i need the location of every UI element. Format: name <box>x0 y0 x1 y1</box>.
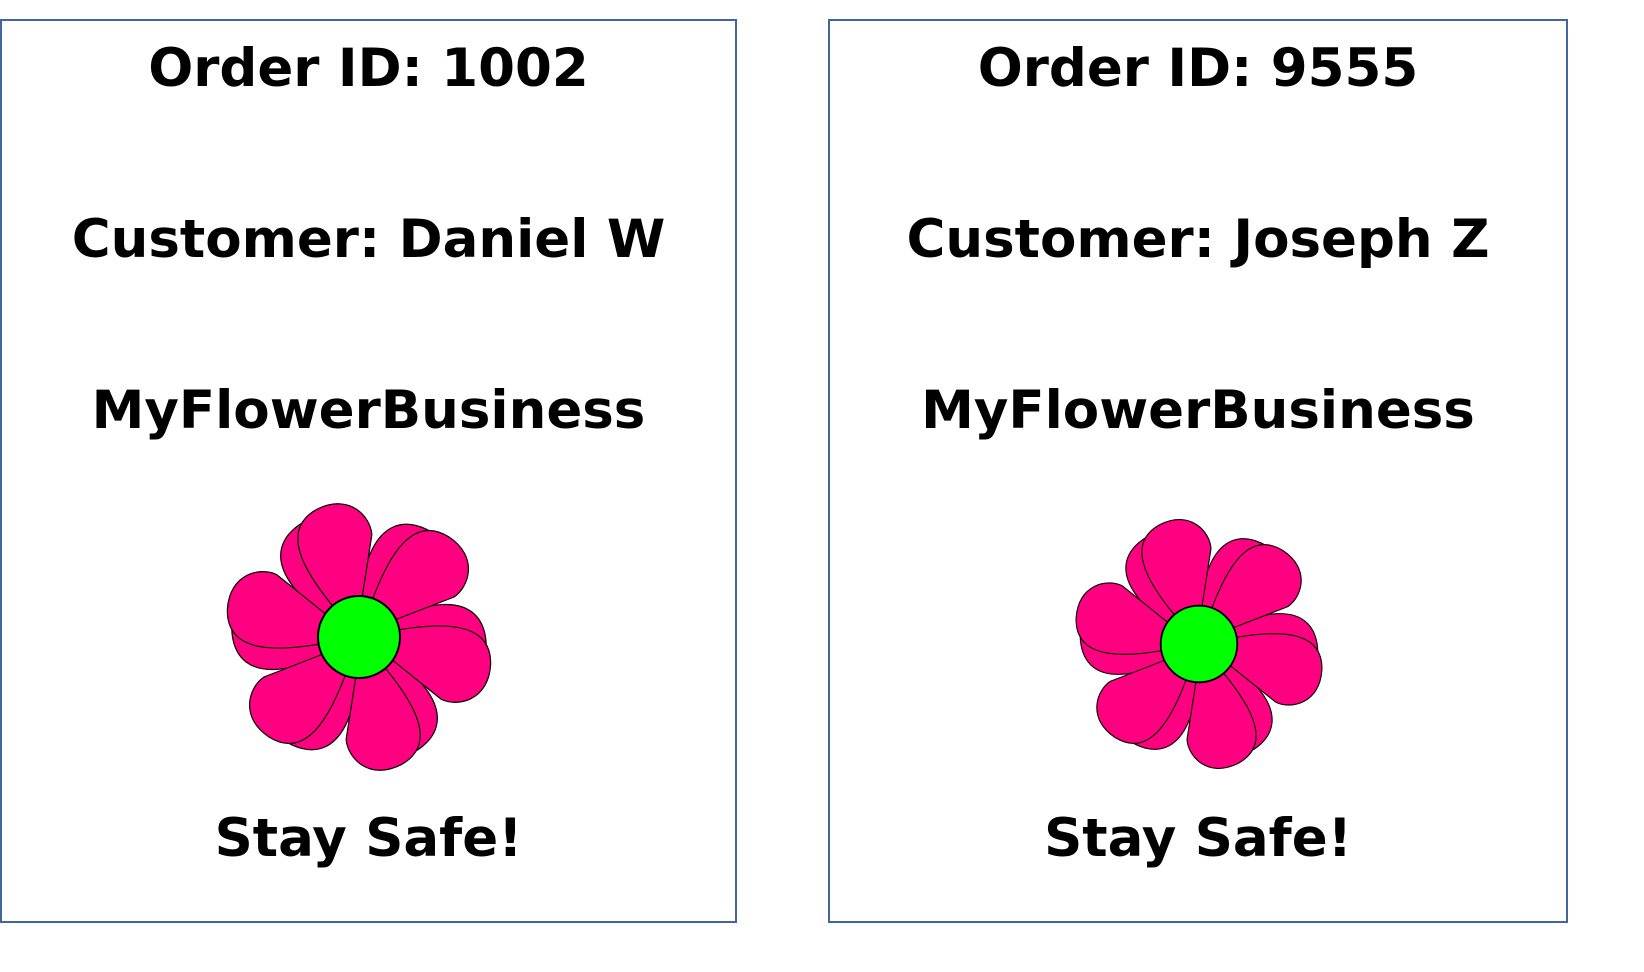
closing-message: Stay Safe! <box>214 808 523 869</box>
customer-label: Customer: Daniel W <box>71 209 666 270</box>
closing-message: Stay Safe! <box>1044 808 1352 869</box>
order-id-label: Order ID: 1002 <box>148 38 589 99</box>
order-card: Order ID: 1002 Customer: Daniel W MyFlow… <box>0 19 737 923</box>
brand-name: MyFlowerBusiness <box>91 380 646 441</box>
flower-icon <box>1075 519 1323 769</box>
brand-name: MyFlowerBusiness <box>921 380 1475 441</box>
order-id-label: Order ID: 9555 <box>977 38 1419 99</box>
order-card: Order ID: 9555 Customer: Joseph Z MyFlow… <box>828 19 1568 923</box>
customer-label: Customer: Joseph Z <box>906 209 1490 270</box>
flower-icon <box>226 503 492 771</box>
